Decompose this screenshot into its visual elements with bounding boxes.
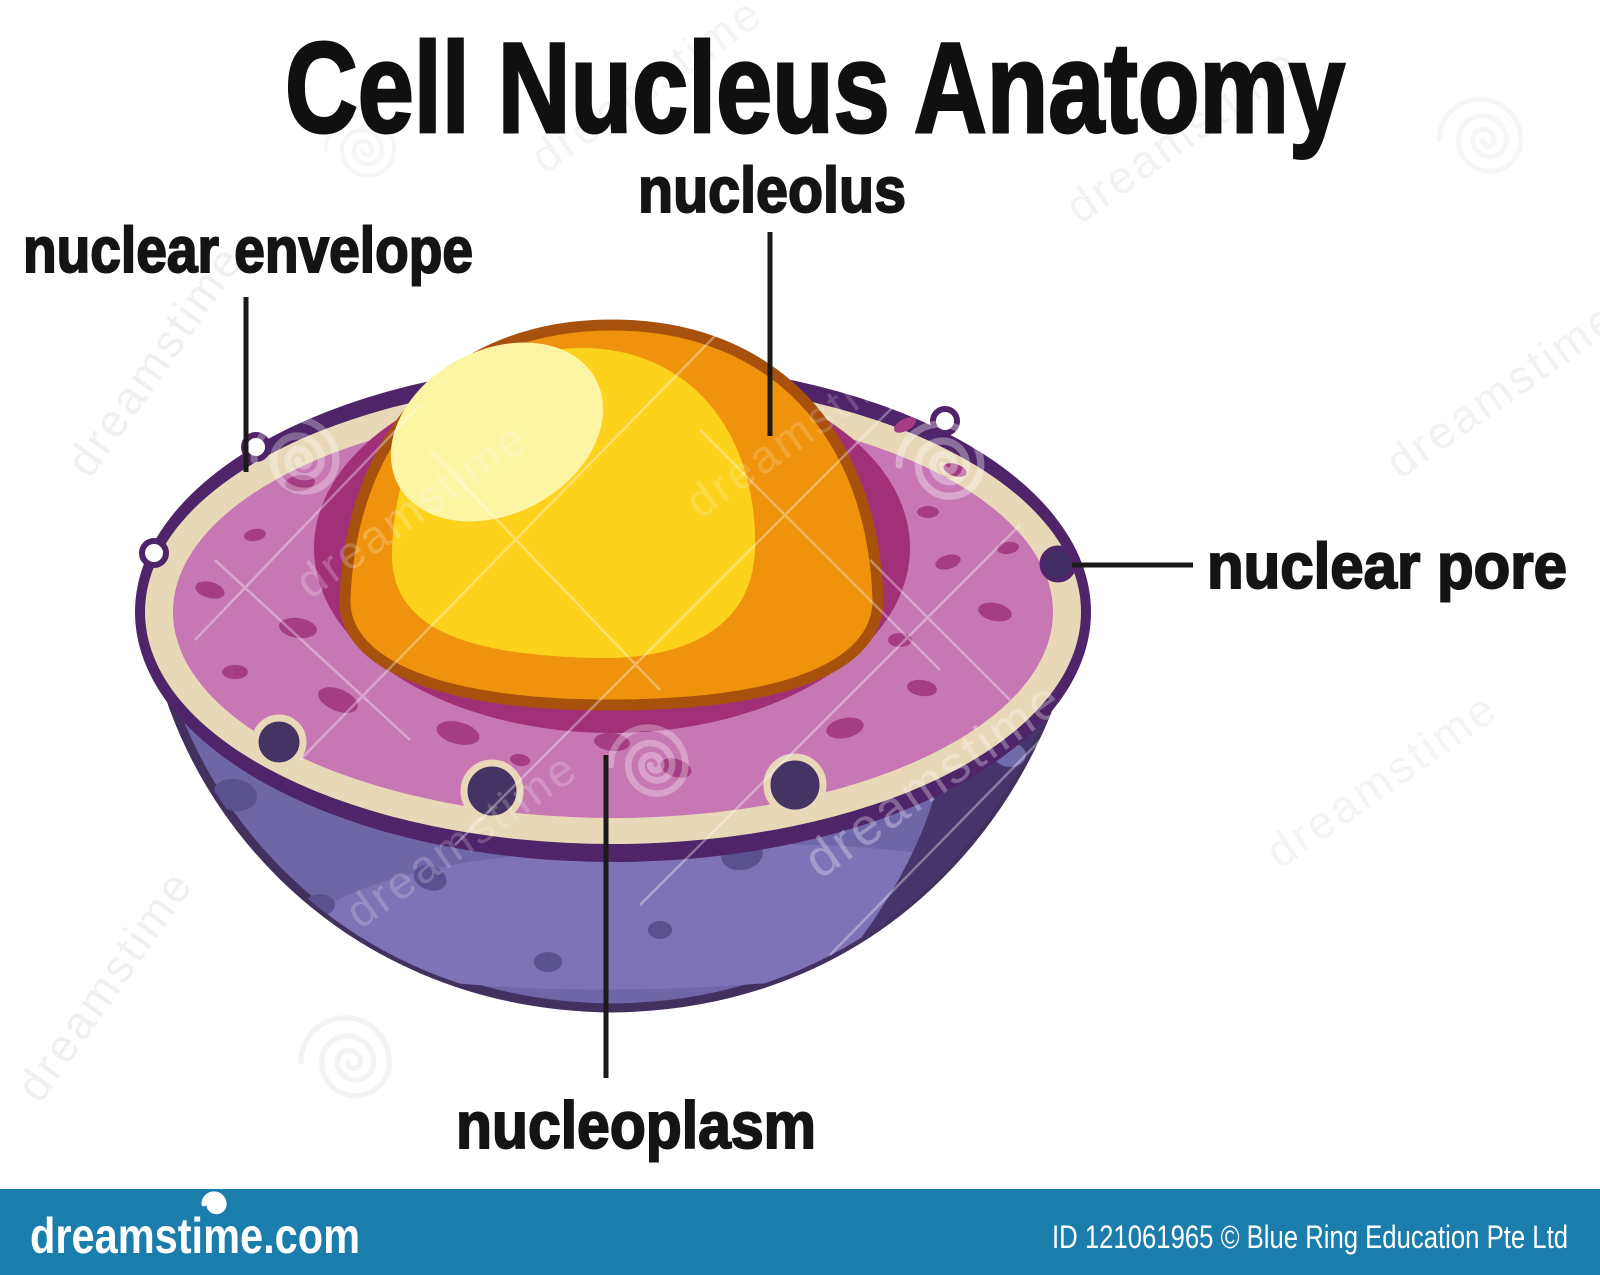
membrane-highlight-blob: [294, 843, 1007, 990]
spot: [907, 679, 937, 697]
spot: [826, 717, 864, 739]
label-nucleoplasm: nucleoplasm: [456, 1088, 816, 1162]
spot: [222, 665, 248, 679]
blob: [413, 865, 447, 891]
nucleolus-highlight: [390, 342, 604, 522]
footer-bar: dreamstime.com ID 121061965 © Blue Ring …: [0, 1189, 1600, 1275]
spot: [935, 554, 961, 570]
page-title: Cell Nucleus Anatomy: [285, 17, 1345, 160]
spot: [978, 602, 1012, 622]
spot: [279, 617, 317, 639]
nuclear-pore-notch: [460, 759, 524, 823]
spot: [510, 753, 530, 767]
footer-site-logo[interactable]: dreamstime.com: [30, 1208, 360, 1264]
spot: [318, 687, 358, 713]
blob: [534, 952, 562, 972]
blob: [213, 778, 257, 812]
nucleus-illustration: [135, 319, 1091, 1013]
spot: [244, 528, 266, 542]
label-nuclear-pore: nuclear pore: [1207, 530, 1567, 602]
label-nuclear-envelope: nuclear envelope: [23, 214, 473, 286]
nuclear-pore-notch: [763, 753, 827, 817]
envelope-notch: [139, 538, 169, 568]
footer-credit: ID 121061965 © Blue Ring Education Pte L…: [1052, 1219, 1568, 1255]
spot: [917, 506, 939, 518]
nuclear-pore-notch: [251, 714, 307, 770]
label-nucleolus: nucleolus: [638, 154, 906, 226]
footer-bar-background: [0, 1189, 1600, 1275]
spot: [888, 633, 912, 647]
spot: [195, 581, 225, 599]
nuclear-pore-notch: [1039, 545, 1077, 583]
blob: [648, 921, 672, 939]
spot: [894, 417, 916, 433]
spot: [997, 541, 1019, 555]
watermark-lines: [194, 289, 1061, 956]
spot: [436, 721, 480, 745]
leader-lines: [243, 232, 1193, 1078]
